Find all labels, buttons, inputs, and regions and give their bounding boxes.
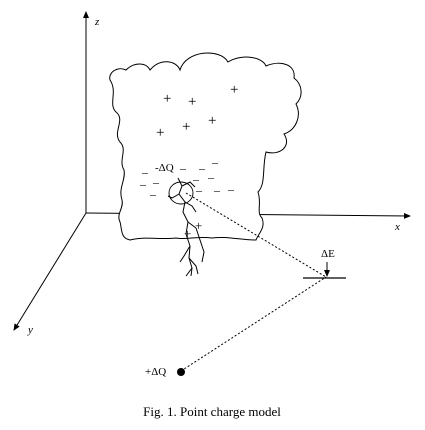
charge-region-circle — [168, 181, 194, 205]
negative-charge-symbol: – — [195, 183, 203, 197]
negative-charge-symbol: – — [211, 155, 219, 169]
field-increment-label: ΔE — [321, 248, 335, 260]
positive-charge-symbol: + — [163, 91, 171, 107]
image-charge-dot — [177, 368, 185, 376]
positive-charge-symbol: + — [188, 94, 196, 110]
y-axis — [13, 212, 87, 331]
field-line-from-positive-charge — [180, 276, 327, 372]
z-axis-label: z — [94, 16, 100, 28]
x-axis-label: x — [394, 221, 400, 233]
field-line-from-negative-charge — [185, 192, 327, 278]
negative-charge-symbol: – — [227, 182, 235, 196]
negative-charge-symbol: – — [207, 170, 215, 184]
positive-charge-symbol: + — [208, 113, 216, 129]
negative-charge-label: -ΔQ — [155, 162, 174, 174]
y-axis-label: y — [27, 324, 33, 336]
figure-caption: Fig. 1. Point charge model — [143, 404, 281, 419]
positive-charge-symbol: + — [230, 82, 238, 98]
positive-charge-symbol: + — [195, 218, 202, 233]
positive-charge-symbol: + — [182, 119, 190, 135]
lower-negative-charges: – – – – – – – – – – – – — [139, 155, 235, 201]
negative-charge-symbol: – — [149, 187, 157, 201]
negative-charge-symbol: – — [213, 183, 221, 197]
lightning-channel — [167, 177, 205, 277]
negative-charge-symbol: – — [152, 175, 160, 189]
positive-charge-label: +ΔQ — [145, 366, 166, 378]
positive-charge-symbol: + — [184, 226, 191, 241]
negative-charge-symbol: – — [179, 161, 187, 175]
negative-charge-symbol: – — [192, 172, 200, 186]
positive-charge-symbol: + — [156, 125, 164, 141]
cloud-outline — [109, 52, 302, 241]
ground-positive-charges: + + — [184, 218, 202, 241]
negative-charge-symbol: – — [198, 161, 206, 175]
negative-charge-symbol: – — [139, 177, 147, 191]
negative-charge-symbol: – — [141, 165, 149, 179]
upper-positive-charges: + + + + + + — [156, 82, 238, 141]
